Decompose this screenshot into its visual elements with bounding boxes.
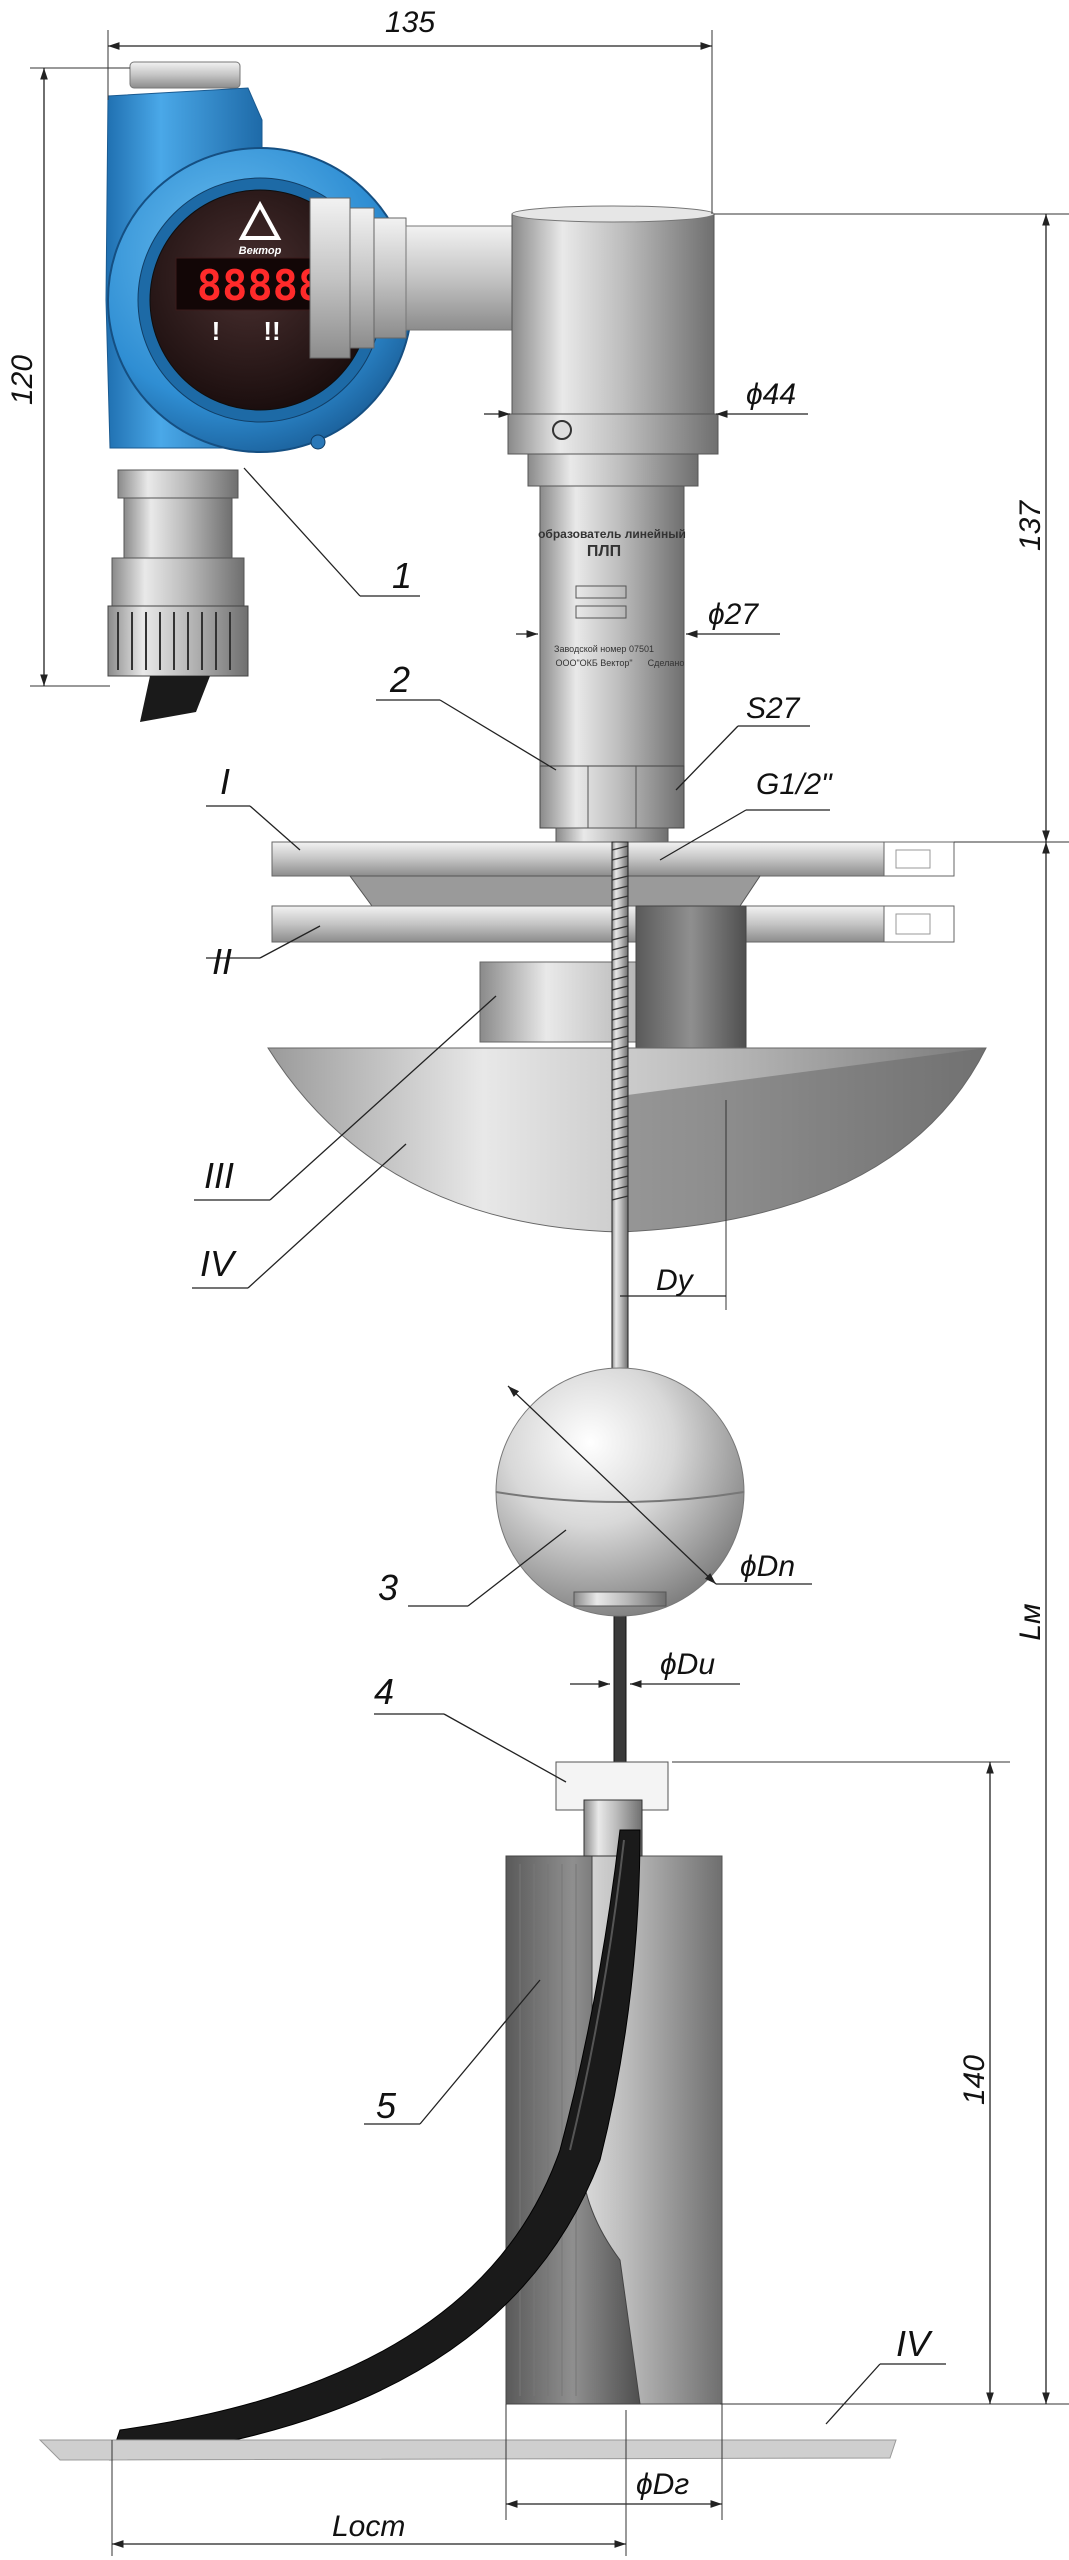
- cable-gland: [107, 469, 249, 722]
- dim-h140: 140: [958, 2055, 991, 2105]
- dim-lm: Lм: [1014, 1603, 1047, 1640]
- lamp-mark-1: !: [212, 316, 221, 346]
- part-label-2: 2: [389, 659, 410, 700]
- nameplate-serial: Заводской номер 07501: [554, 644, 654, 654]
- dim-dn: ϕDn: [740, 1550, 795, 1583]
- dim-dy: Dy: [656, 1264, 695, 1297]
- flange-gasket: [349, 875, 761, 907]
- dim-d44: ϕ44: [746, 378, 796, 411]
- nameplate-line2: ПЛП: [587, 543, 621, 560]
- ref-label-III: III: [204, 1155, 234, 1196]
- guide-rod: [611, 841, 629, 1771]
- sensor-head: [507, 205, 719, 487]
- brand-name: Вектор: [239, 245, 282, 257]
- dim-thread: G1/2": [756, 768, 833, 801]
- sensor-body-nameplate: образователь линейный ПЛП Заводской номе…: [538, 485, 686, 767]
- hex-nut: [539, 765, 685, 843]
- dim-dg: ϕDг: [636, 2468, 689, 2501]
- part-label-4: 4: [374, 1671, 394, 1712]
- side-connector: [309, 197, 517, 359]
- nameplate-extra: Сделано: [648, 658, 685, 668]
- dim-d27: ϕ27: [708, 598, 759, 631]
- dim-height-137: 137: [1014, 500, 1047, 551]
- lamp-mark-2: !!: [263, 316, 280, 346]
- ref-label-IV: IV: [200, 1243, 237, 1284]
- part-label-5: 5: [376, 2085, 397, 2126]
- part-label-3: 3: [378, 1567, 398, 1608]
- ref-label-II: II: [212, 941, 232, 982]
- brand-logo-icon: [238, 200, 282, 240]
- leader-lines: [192, 467, 946, 2425]
- dim-lost: Lост: [332, 2510, 405, 2543]
- vessel-bottom: [38, 2439, 897, 2461]
- dim-width-135: 135: [385, 6, 435, 39]
- dim-s27: S27: [746, 692, 801, 725]
- dimension-lines: [30, 30, 1069, 2556]
- dim-di: ϕDи: [660, 1648, 715, 1681]
- led-display: 88888: [197, 261, 323, 310]
- ref-label-IV-bottom: IV: [896, 2323, 933, 2364]
- nameplate-line1: образователь линейный: [538, 527, 686, 541]
- part-label-1: 1: [392, 555, 412, 596]
- dim-height-120: 120: [6, 355, 39, 405]
- nameplate-maker: ООО"ОКБ Вектор": [555, 658, 632, 668]
- ref-label-I: I: [220, 761, 230, 802]
